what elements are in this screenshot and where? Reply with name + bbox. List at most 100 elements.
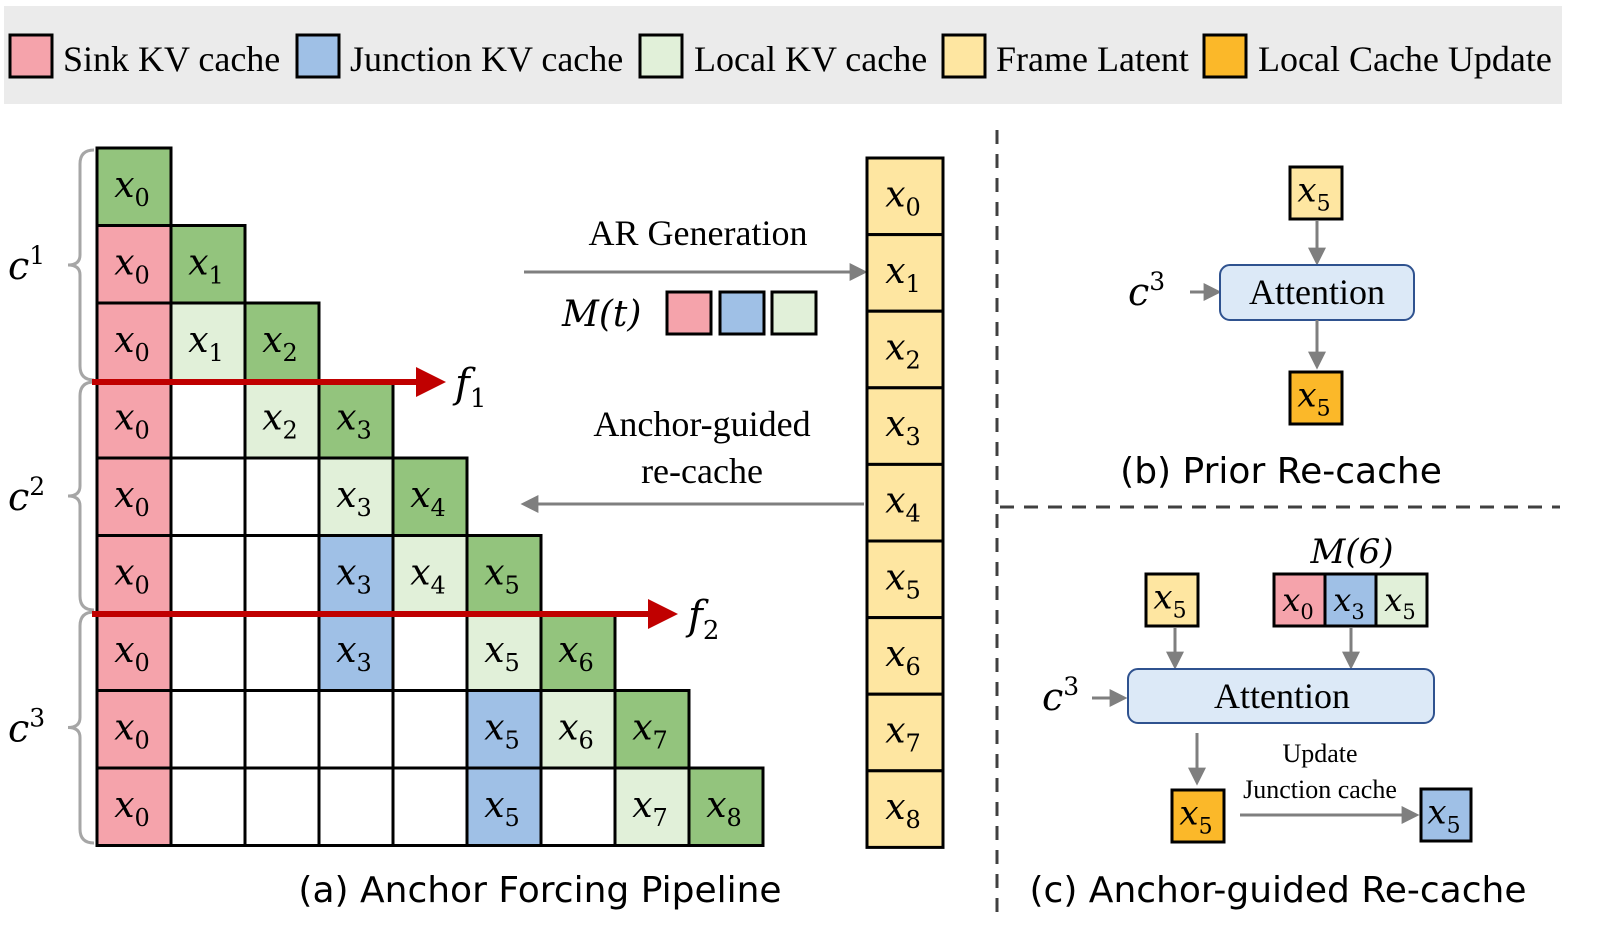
legend-swatch [1202,33,1248,79]
grid-cell-label: x0 [114,165,150,212]
grid-cell-empty [169,379,247,460]
caption-c: (c) Anchor-guided Re-cache [1029,870,1526,911]
grid-cell [169,301,247,382]
grid-cell-label: x8 [706,785,742,832]
c-update-label-line1: Update [1282,739,1357,768]
grid-cell [613,689,691,770]
legend-swatch [941,33,987,79]
grid-cell [465,611,543,692]
b-output-label: x5 [1297,376,1330,422]
grid-cell [95,224,173,305]
chunk-label: c2 [8,472,45,519]
chunk-brace [67,380,95,612]
grid-cell-label: x5 [484,552,520,599]
chunk-label: c3 [8,704,45,751]
frame-latent-label: x3 [885,404,921,451]
memory-junction-cell [718,290,766,336]
legend-swatch [8,33,54,79]
b-input-box [1288,165,1344,221]
grid-cell [95,456,173,537]
c-input-label: x5 [1153,578,1186,624]
b-output-latent: x5 [1288,370,1344,426]
grid-cell-empty [169,689,247,770]
grid-cell [687,766,765,847]
memory-local-cell [770,290,818,336]
c-output-box [1170,788,1226,844]
c-output-label: x5 [1179,794,1212,840]
legend-label: Local KV cache [694,39,927,79]
chunk-brace [67,148,95,382]
caption-b: (b) Prior Re-cache [1120,451,1442,492]
grid-cell-label: x0 [114,475,150,522]
b-input-label: x5 [1297,171,1330,217]
grid-cell-label: x1 [188,242,224,289]
anchor-guided-label-line1: Anchor-guided [593,404,810,444]
frame-latent-cell [865,156,945,237]
panel-b: x5 c3 Attention x5 (b) Prior Re-cache [1120,165,1442,492]
c-attention-block [1127,668,1435,724]
c-memory-cell [1323,572,1378,628]
c-attention-label: Attention [1214,676,1350,716]
grid-cell-empty [317,766,395,847]
grid-cell-label: x4 [410,552,446,599]
c-memory-cells: x0 x3 x5 [1272,572,1429,628]
grid-cell-label: x0 [114,242,150,289]
grid-cell-label: x3 [336,475,372,522]
memory-label: M(t) [561,294,641,335]
grid-cell-empty [243,456,321,537]
grid-cell-empty [539,766,617,847]
grid-cell-empty [243,611,321,692]
frame-latent-cell [865,386,945,466]
grid-cell [539,611,617,692]
c-memory-cell-label: x5 [1384,581,1415,624]
grid-cell [465,766,543,847]
c-result-label: x5 [1427,793,1460,839]
frame-latent-cell [865,692,945,773]
grid-cell [317,379,395,460]
chunk-label: c1 [8,241,45,288]
grid-cell-label: x6 [558,707,594,754]
c-memory-cell-label: x0 [1282,581,1313,624]
grid-cell-label: x7 [632,707,668,754]
frame-latent-label: x7 [885,711,921,758]
b-input-latent: x5 [1288,165,1344,221]
frame-latent-label: x4 [885,481,921,528]
grid-cell [95,301,173,382]
chunk-brace [67,610,95,845]
frame-latent-cell [865,539,945,620]
frame-latent-label: x8 [885,787,921,834]
grid-cell-empty [317,689,395,770]
memory-sink-cell [665,290,713,336]
grid-cell-label: x1 [188,320,224,367]
b-context: c3 [1128,267,1165,314]
frame-latent-cell [865,233,945,313]
caption-a: (a) Anchor Forcing Pipeline [298,870,781,911]
c-memory-label: M(6) [1310,532,1394,572]
c-memory-cell [1374,572,1429,628]
ar-generation-label: AR Generation [589,213,808,253]
grid-cell-empty [169,766,247,847]
grid-cell-empty [169,456,247,537]
frame-latent-label: x6 [885,634,921,681]
frame-latent-label: x2 [885,328,921,375]
c-result-box [1419,787,1473,843]
grid-cell-label: x0 [114,397,150,444]
grid-cell-empty [243,534,321,615]
c-context-label: c3 [1042,672,1079,719]
c-memory-cell-label: x3 [1333,581,1364,624]
c-input-latent: x5 [1144,572,1200,628]
frame-latent-cell [865,462,945,543]
b-context-label: c3 [1128,267,1165,314]
grid-cell-label: x0 [114,552,150,599]
grid-cell-label: x6 [558,630,594,677]
grid-cell-empty [169,534,247,615]
legend-swatch [638,33,684,79]
grid-cell-empty [391,766,469,847]
grid-cell [95,766,173,847]
grid-cell-empty [243,689,321,770]
anchor-guided-label-line2: re-cache [641,451,763,491]
